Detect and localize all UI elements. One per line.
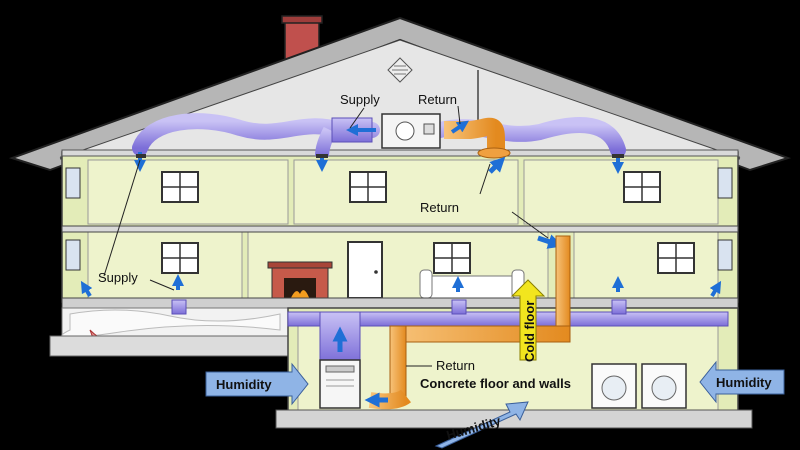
supply-attic-label: Supply	[340, 92, 380, 107]
window-icon	[623, 171, 661, 203]
window-icon	[657, 242, 695, 274]
supply-left-label: Supply	[98, 270, 138, 285]
supply-arrow	[80, 234, 722, 298]
crawlspace	[49, 307, 291, 357]
house-walls	[61, 151, 739, 303]
humidity-arrow-left: Humidity	[205, 362, 309, 406]
washer-icon	[591, 363, 637, 409]
door-icon	[347, 241, 383, 299]
return-basement-label: Return	[436, 358, 475, 373]
window-icon	[349, 171, 387, 203]
humidity-arrow-right: Humidity	[699, 360, 785, 404]
furnace-icon	[319, 359, 361, 409]
window-icon	[161, 171, 199, 203]
cold-floor-arrow: Cold floor	[510, 279, 546, 362]
humidity-left-label: Humidity	[216, 377, 272, 392]
window-icon	[433, 242, 471, 274]
return-stairs-label: Return	[420, 200, 459, 215]
window-icon	[161, 242, 199, 274]
cold-floor-label: Cold floor	[522, 301, 537, 362]
air-handler-icon	[381, 113, 441, 149]
roof-vent-icon	[387, 57, 413, 83]
return-attic-label: Return	[418, 92, 457, 107]
fireplace-icon	[267, 261, 333, 301]
dryer-icon	[641, 363, 687, 409]
concrete-label: Concrete floor and walls	[420, 376, 571, 391]
humidity-right-label: Humidity	[716, 375, 772, 390]
